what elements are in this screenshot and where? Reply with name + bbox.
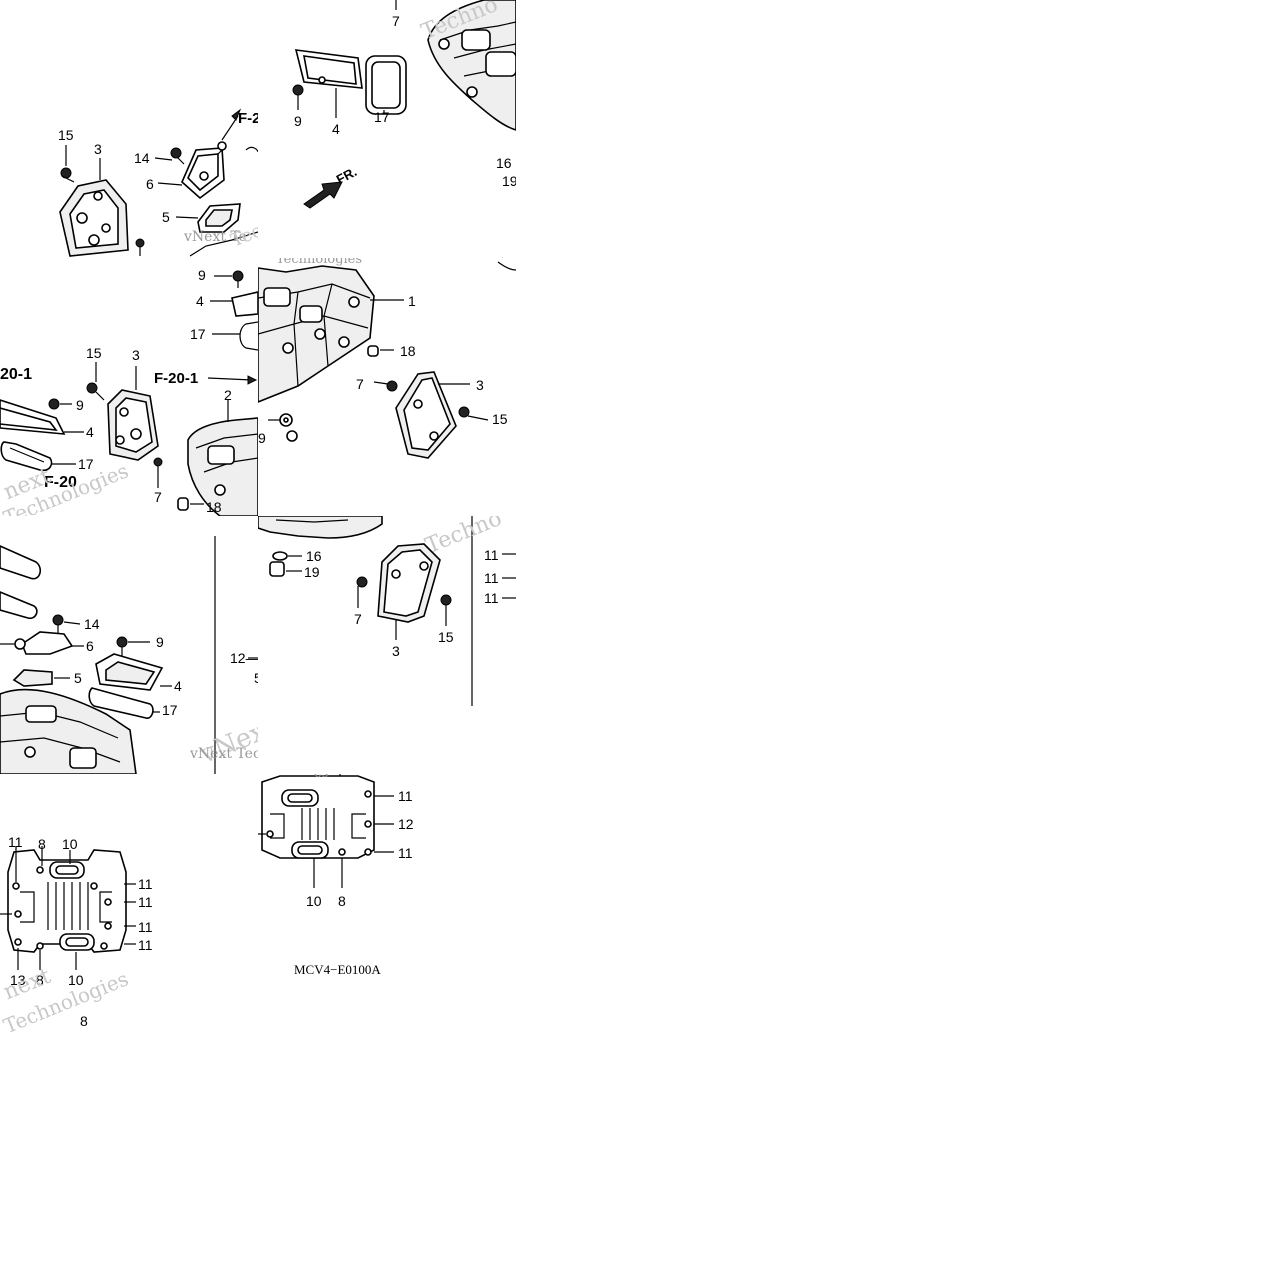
label-7: 7: [354, 611, 362, 627]
tile-top-right: 7 9 4 17 16 19 FR. Techno: [258, 0, 516, 258]
tile-top-left: 15 3 14 6 5 F-2 vNext Te Technologies: [0, 0, 258, 258]
label-14: 14: [84, 616, 100, 632]
label-8-edge: 8: [80, 1013, 88, 1029]
tile-cylinder-head-right-drawing: [258, 774, 394, 888]
label-7: 7: [356, 376, 364, 392]
tile-bottom-left: 14 6 9 5 4 17 12— 5 vNext vNext Tec: [0, 516, 258, 774]
label-17: 17: [374, 109, 390, 125]
drawing-code: MCV4−E0100A: [294, 962, 381, 977]
label-10-top: 10: [62, 836, 78, 852]
label-15: 15: [86, 345, 102, 361]
label-11-a: 11: [484, 547, 499, 563]
label-18: 18: [400, 343, 416, 359]
tile-middle-right-drawing: [258, 261, 516, 459]
ref-20-1: 20-1: [0, 366, 33, 383]
label-11-a: 11: [398, 788, 413, 804]
label-9-upper: 9: [198, 267, 206, 283]
label-16: 16: [496, 155, 512, 171]
label-8-top: 8: [38, 836, 46, 852]
tile-middle-right: 1 18 7 3 15 9 Technologies: [258, 258, 516, 516]
label-11-r4: 11: [138, 937, 153, 953]
ref-f-20: F-20: [44, 474, 77, 491]
label-15: 15: [58, 127, 74, 143]
label-1: 1: [408, 293, 416, 309]
tile-middle-left: 20-1 15 3 9 4 17 F-20 7 18 9 4 17 F-20-1…: [0, 258, 258, 516]
label-10-bottom: 10: [68, 972, 84, 988]
watermark-vnext: vNext Te: [184, 229, 247, 245]
label-8: 8: [338, 893, 346, 909]
tile-bottom-left-drawing: [0, 536, 258, 774]
tile-top-left-drawing: [59, 108, 258, 257]
label-5: 5: [74, 670, 82, 686]
tile-middle-left-drawing: [0, 270, 258, 516]
label-19: 19: [304, 564, 320, 580]
label-16: 16: [306, 548, 322, 564]
label-11-b: 11: [484, 570, 499, 586]
label-9: 9: [76, 397, 84, 413]
label-4: 4: [86, 424, 94, 440]
label-9: 9: [156, 634, 164, 650]
tile-bottom-right-drawing: [258, 516, 516, 706]
label-4: 4: [332, 121, 340, 137]
label-8-bottom: 8: [36, 972, 44, 988]
label-3: 3: [392, 643, 400, 659]
label-11-r3: 11: [138, 919, 153, 935]
watermark-vnext-tec: vNext Tec: [190, 746, 258, 762]
ref-f-2: F-2: [238, 110, 258, 127]
label-9: 9: [294, 113, 302, 129]
label-6: 6: [86, 638, 94, 654]
label-7: 7: [154, 489, 162, 505]
label-3: 3: [94, 141, 102, 157]
label-19: 19: [502, 173, 516, 189]
label-10: 10: [306, 893, 322, 909]
label-3: 3: [476, 377, 484, 393]
label-6: 6: [146, 176, 154, 192]
label-5: 5: [162, 209, 170, 225]
label-9: 9: [258, 430, 266, 446]
tile-cylinder-head-left: 11 8 10 11 11 11 11 13 8 10 8 next Techn…: [0, 774, 258, 1032]
label-15: 15: [438, 629, 454, 645]
watermark-ogies: Technologies: [276, 258, 363, 267]
tile-bottom-right: 16 19 7 15 3 11 11 11 Techno: [258, 516, 516, 774]
label-17: 17: [162, 702, 178, 718]
label-4: 4: [174, 678, 182, 694]
label-11-top: 11: [8, 834, 23, 850]
label-11-c: 11: [484, 590, 499, 606]
label-11-r1: 11: [138, 876, 153, 892]
label-5-partial: 5: [254, 670, 258, 686]
tile-cylinder-head-right: 11 12 11 10 8 es MCV4−E0100A: [258, 774, 516, 1032]
label-17-upper: 17: [190, 326, 206, 342]
label-3: 3: [132, 347, 140, 363]
label-12: 12—: [230, 650, 258, 666]
tile-top-right-drawing: [292, 0, 516, 258]
ref-f-20-1: F-20-1: [154, 370, 199, 387]
label-2: 2: [224, 387, 232, 403]
label-11-b: 11: [398, 845, 413, 861]
label-17: 17: [78, 456, 94, 472]
tile-cylinder-head-left-drawing: [0, 846, 136, 970]
watermark-es: es: [314, 774, 328, 781]
label-18: 18: [206, 499, 222, 515]
label-7: 7: [392, 13, 400, 29]
label-14: 14: [134, 150, 150, 166]
label-11-r2: 11: [138, 894, 153, 910]
label-15: 15: [492, 411, 508, 427]
label-4-upper: 4: [196, 293, 204, 309]
label-12: 12: [398, 816, 414, 832]
label-13: 13: [10, 972, 26, 988]
